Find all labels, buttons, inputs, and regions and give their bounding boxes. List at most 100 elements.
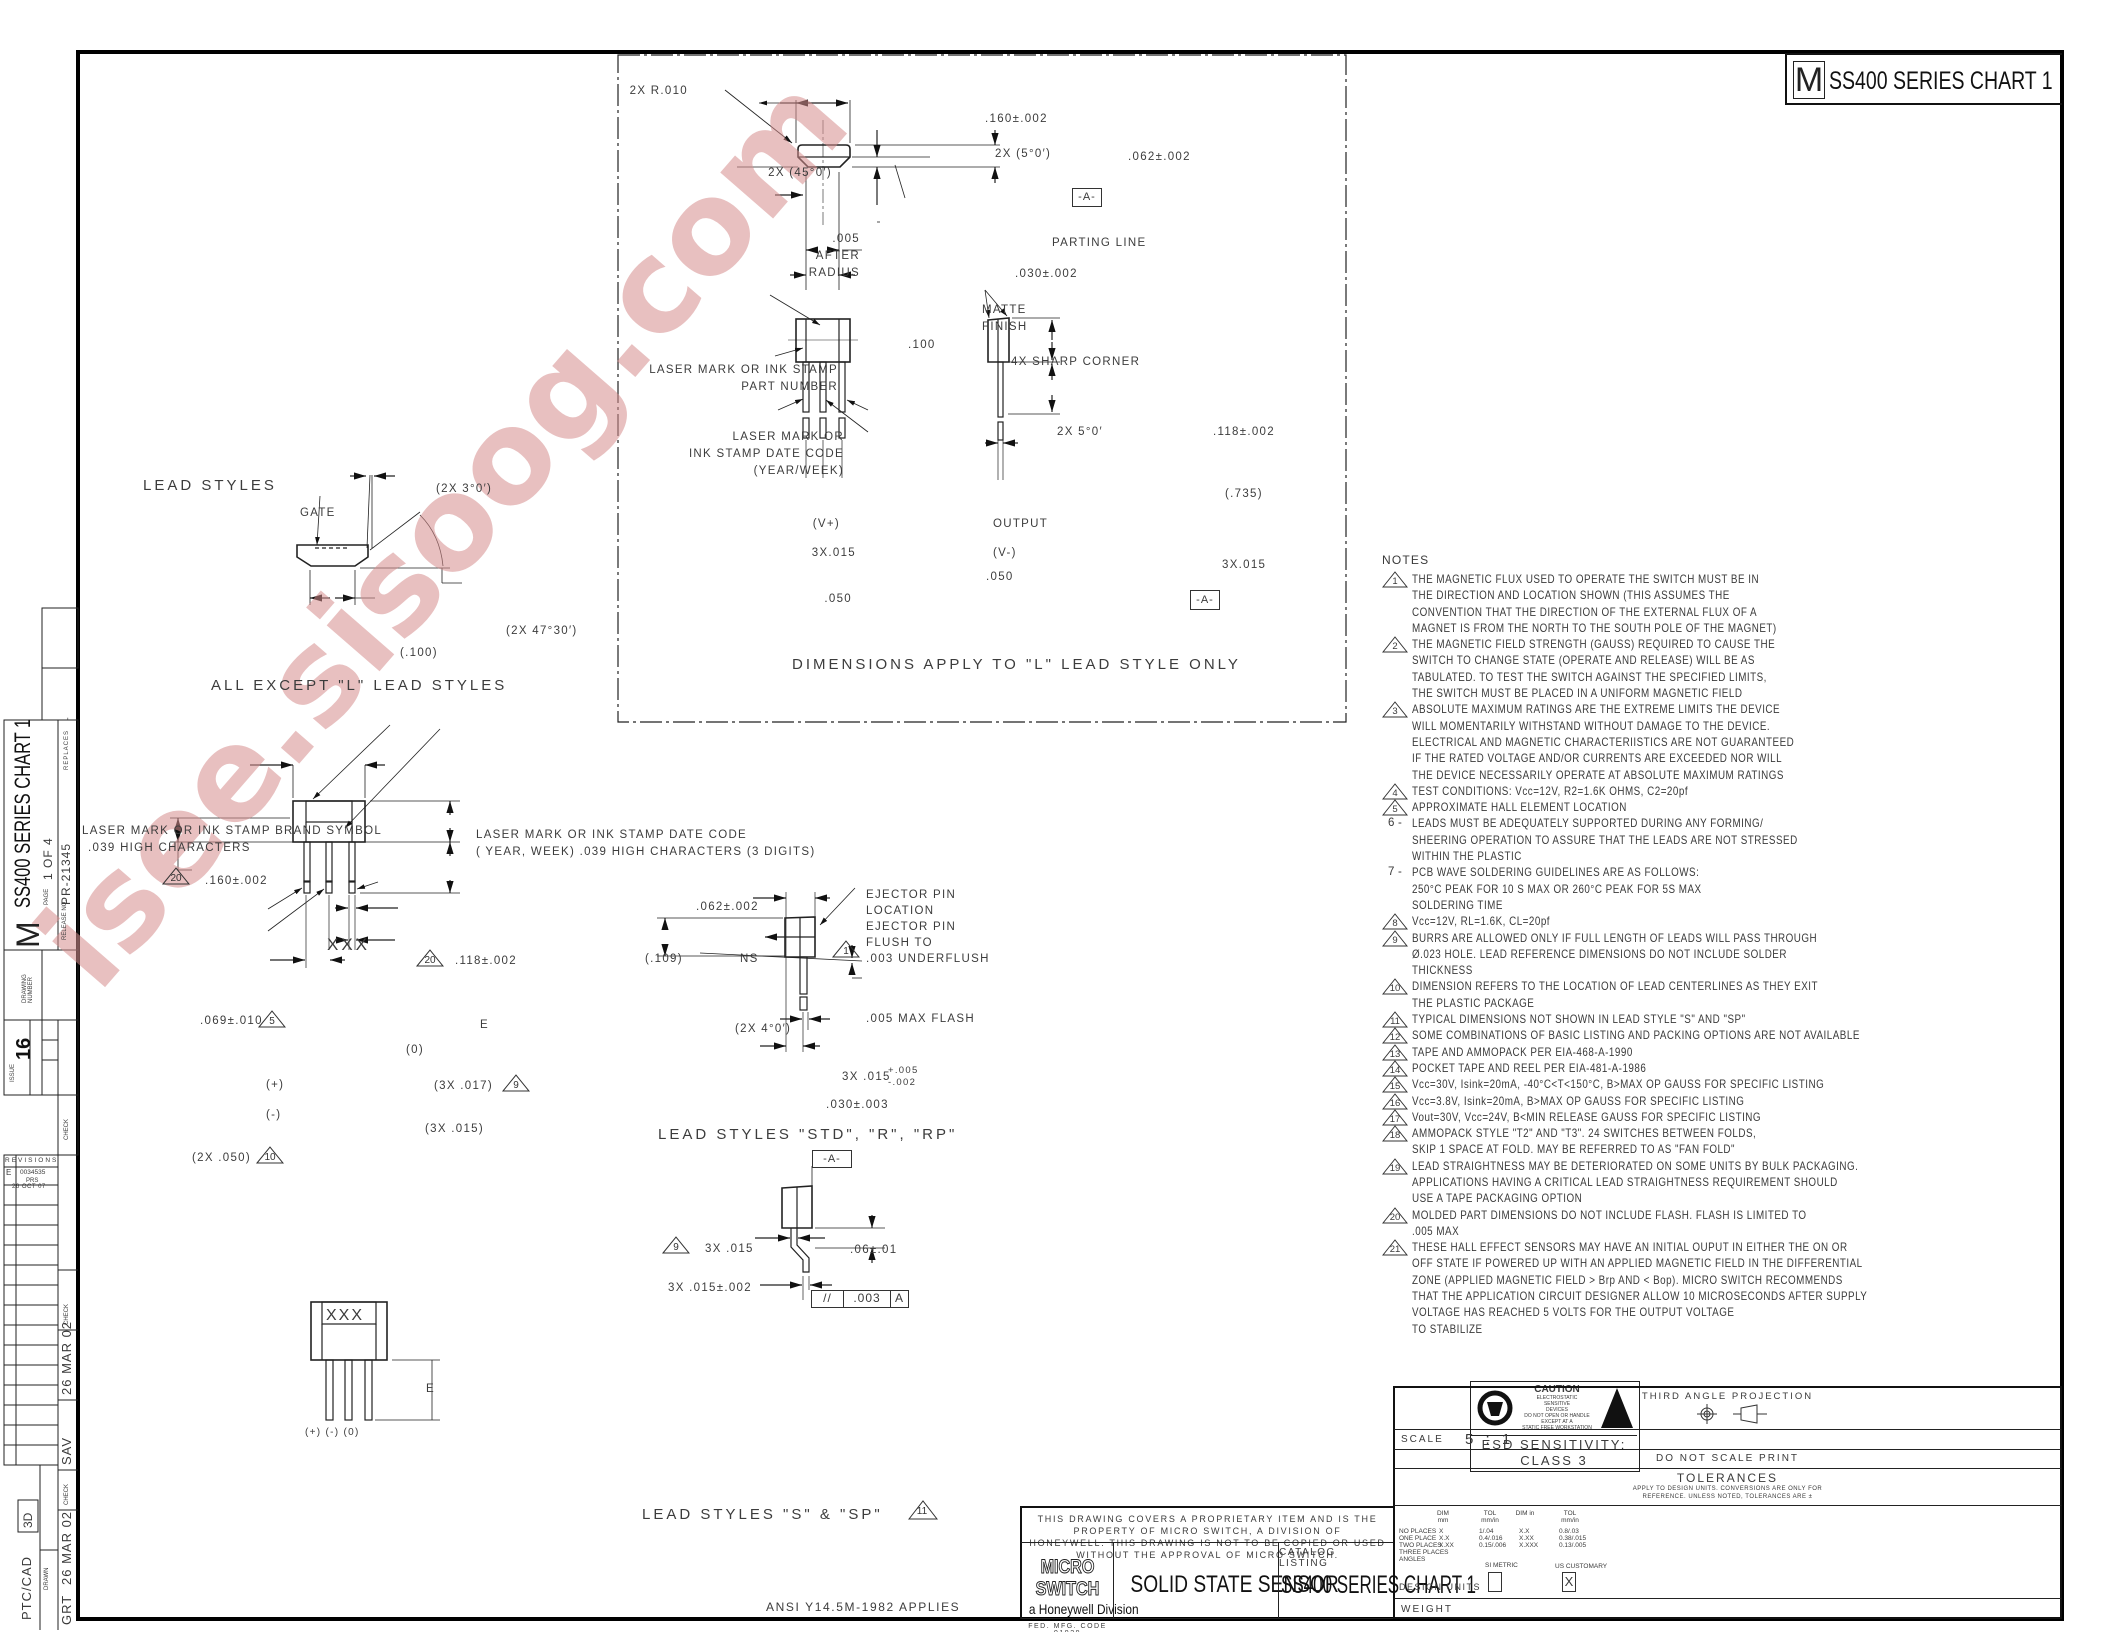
tol-cell: 0.4/.016: [1479, 1535, 1503, 1542]
dim-label: (+): [266, 1079, 285, 1091]
note-flag-triangle-icon: 20: [1382, 1206, 1412, 1224]
std-side-view-body: [657, 887, 863, 1052]
proprietary-notice: THIS DRAWING COVERS A PROPRIETARY ITEM A…: [1020, 1506, 1394, 1560]
note-line: IF THE RATED VOLTAGE AND/OR CURRENTS ARE…: [1412, 751, 1783, 766]
note-line: LEADS MUST BE ADEQUATELY SUPPORTED DURIN…: [1412, 816, 1764, 831]
note-line: TO STABILIZE: [1412, 1321, 1483, 1336]
note-line: THE MAGNETIC FLUX USED TO OPERATE THE SW…: [1412, 572, 1760, 586]
replaces-value: -: [63, 717, 72, 720]
revisions-label: REVISIONS: [5, 1157, 59, 1164]
rev-by: PRS: [26, 1178, 39, 1184]
catalog-cell: CATALOG LISTING SS400 SERIES CHART 1: [1278, 1542, 1476, 1619]
note-item: 6 -LEADS MUST BE ADEQUATELY SUPPORTED DU…: [1382, 815, 2052, 864]
projection-cell: THIRD ANGLE PROJECTION: [1393, 1386, 2062, 1430]
note-line: OFF STATE IF POWERED UP WITH AN APPLIED …: [1412, 1256, 1863, 1271]
flag-note-icon: 1: [832, 940, 860, 958]
tol-cell: 1/.04: [1479, 1528, 1494, 1535]
tol-cell: ONE PLACE: [1399, 1535, 1437, 1542]
header-title-box: M SS400 SERIES CHART 1: [1785, 53, 2062, 105]
company-logo-cell: MICRO SWITCH a Honeywell Division FED. M…: [1020, 1542, 1139, 1632]
tolerance-plus: +.005: [888, 1065, 919, 1076]
dim-label: EJECTOR PIN: [866, 889, 957, 901]
note-line: SOME COMBINATIONS OF BASIC LISTING AND P…: [1412, 1028, 1860, 1043]
note-line: WILL MOMENTARILY WITHSTAND WITHOUT DAMAG…: [1412, 718, 1771, 733]
note-line: Vcc=12V, RL=1.6K, CL=20pf: [1412, 914, 1551, 929]
top-view-body: [724, 89, 1000, 290]
bottom-left-view-body: [310, 1301, 440, 1421]
fed-code: FED. MFG. CODE 91929: [1028, 1623, 1107, 1632]
weight-label: WEIGHT: [1393, 1598, 2062, 1619]
header-title: SS400 SERIES CHART 1: [1829, 67, 2053, 95]
brand-symbol-mark: XXX: [326, 1307, 365, 1324]
flag-note-icon: 9: [662, 1236, 690, 1254]
note-flag-triangle-icon: 9: [1382, 929, 1412, 947]
dim-label: PARTING LINE: [1052, 237, 1147, 249]
side-title: SS400 SERIES CHART 1: [10, 718, 35, 908]
dim-label: (V-): [993, 547, 1017, 559]
dim-label: (YEAR/WEEK): [753, 465, 844, 477]
note-line: ABSOLUTE MAXIMUM RATINGS ARE THE EXTREME…: [1412, 702, 1781, 717]
dim-label: (.100): [400, 647, 438, 659]
flag-note-icon: 11: [908, 1500, 938, 1520]
dim-label: LASER MARK OR: [732, 431, 844, 443]
note-line: SOLDERING TIME: [1412, 897, 1503, 912]
tolerance-minus: -.002: [888, 1077, 917, 1088]
lead-styles-caption: ALL EXCEPT "L" LEAD STYLES: [211, 677, 508, 694]
dim-label: RADIUS: [808, 267, 860, 279]
notes-title: NOTES: [1382, 553, 1430, 567]
dim-label: .050: [986, 571, 1014, 583]
scale-label: SCALE: [1401, 1434, 1444, 1445]
note-flag-triangle-icon: 5: [1382, 799, 1412, 816]
note-line: Ø.023 HOLE. LEAD REFERENCE DIMENSIONS DO…: [1412, 946, 1787, 961]
note-line: THE SWITCH MUST BE PLACED IN A UNIFORM M…: [1412, 686, 1743, 701]
tolerances-cell: TOLERANCES APPLY TO DESIGN UNITS. CONVER…: [1393, 1468, 2062, 1506]
note-flag-triangle-icon: 17: [1382, 1108, 1412, 1126]
note-line: USE A TAPE PACKAGING OPTION: [1412, 1191, 1583, 1206]
us-customary-checkbox[interactable]: X: [1562, 1572, 1576, 1592]
cad-label: PTC/CAD: [19, 1555, 34, 1620]
note-flag-triangle-icon: 1: [1382, 571, 1412, 588]
note-flag-triangle-icon: 12: [1382, 1027, 1412, 1044]
tolerance-table: DIM mm TOL mm/in DIM in TOL mm/in NO PLA…: [1393, 1505, 2062, 1599]
note-line: MAGNET IS FROM THE NORTH TO THE SOUTH PO…: [1412, 620, 1777, 635]
esd-sensitivity: ESD SENSITIVITY:CLASS 3: [1481, 1437, 1627, 1468]
dim-label: 3X .015: [705, 1243, 754, 1255]
note-line: CONVENTION THAT THE DIRECTION OF THE EXT…: [1412, 604, 1758, 619]
dim-label: ( YEAR, WEEK) .039 HIGH CHARACTERS (3 DI…: [476, 846, 816, 858]
dim-label: (3X .017): [434, 1080, 494, 1092]
lead-styles-heading: LEAD STYLES: [143, 477, 277, 494]
dim-label: (2X 47°30′): [506, 625, 578, 637]
dim-label: .030±.002: [1015, 268, 1078, 280]
note-line: THE PLASTIC PACKAGE: [1412, 995, 1535, 1010]
m-logo-icon: M: [1793, 61, 1825, 99]
si-metric-label: SI METRIC: [1485, 1562, 1518, 1569]
note-line: WITHIN THE PLASTIC: [1412, 849, 1522, 864]
brand-symbol-mark: XXX: [327, 935, 371, 954]
note-line: AMMOPACK STYLE "T2" AND "T3". 24 SWITCHE…: [1412, 1126, 1757, 1141]
tolerances-text: APPLY TO DESIGN UNITS. CONVERSIONS ARE O…: [1632, 1486, 1823, 1500]
release-value: PR-21345: [59, 842, 73, 905]
tol-cell: ANGLES: [1399, 1556, 1426, 1563]
rev-date: 26 OCT 07: [12, 1184, 46, 1190]
si-metric-checkbox[interactable]: [1488, 1572, 1502, 1592]
tol-cell: TWO PLACES: [1399, 1542, 1442, 1549]
feature-control-frame: // .003 A: [811, 1290, 909, 1308]
check-label: CHECK: [64, 1483, 70, 1505]
l-front-view-body: [769, 294, 869, 478]
note-line: Vcc=3.8V, Isink=20mA, B>MAX OP GAUSS FOR…: [1412, 1093, 1745, 1108]
dim-label: AFTER: [815, 250, 860, 262]
drawn-label: DRAWN: [44, 1567, 50, 1590]
note-flag-triangle-icon: 16: [1382, 1092, 1412, 1109]
note-line: VOLTAGE HAS REACHED 5 VOLTS FOR THE OUTP…: [1412, 1305, 1735, 1320]
projection-label: THIRD ANGLE PROJECTION: [1641, 1391, 1814, 1402]
dim-label: (2X 4°0′): [735, 1023, 792, 1035]
